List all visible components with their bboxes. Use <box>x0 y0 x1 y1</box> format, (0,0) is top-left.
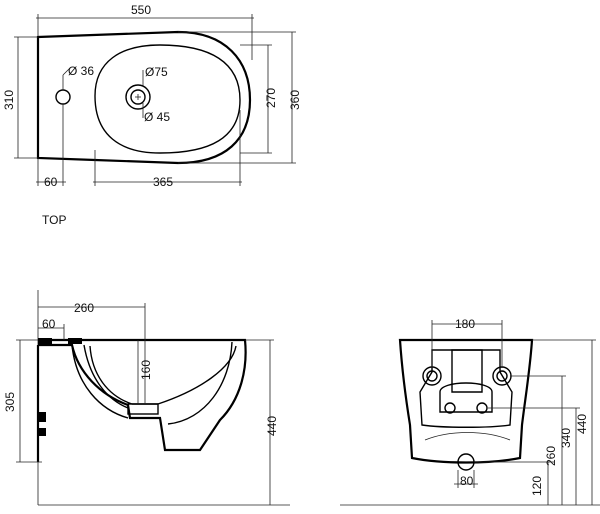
dim-d45: Ø 45 <box>144 110 170 124</box>
dim-340: 340 <box>559 428 573 448</box>
top-outline <box>36 30 252 165</box>
dim-310: 310 <box>2 90 16 110</box>
dim-260-side: 260 <box>74 301 94 315</box>
dim-440-side: 440 <box>265 416 279 436</box>
dim-180: 180 <box>455 317 475 331</box>
top-label: TOP <box>42 213 66 227</box>
dim-60-side: 60 <box>42 317 56 331</box>
dim-120: 120 <box>530 476 544 496</box>
dim-305: 305 <box>3 392 17 412</box>
drain-outer <box>125 84 151 110</box>
top-view: 550 310 Ø 36 Ø75 Ø 45 270 360 60 <box>2 3 302 227</box>
dim-260-rear: 260 <box>544 446 558 466</box>
tap-hole <box>55 89 71 105</box>
dim-d36: Ø 36 <box>68 64 94 78</box>
dim-80: 80 <box>460 474 474 488</box>
drain-inner <box>130 89 146 105</box>
dim-360: 360 <box>288 90 302 110</box>
dim-550: 550 <box>131 3 151 17</box>
rear-outline <box>398 338 534 464</box>
side-body <box>38 338 247 452</box>
rear-view: 180 80 120 260 340 440 <box>340 317 600 506</box>
dim-160: 160 <box>139 360 153 380</box>
dim-365: 365 <box>153 175 173 189</box>
side-view: 260 60 160 305 440 <box>3 290 290 506</box>
dim-60-top: 60 <box>44 175 58 189</box>
dim-440-rear: 440 <box>575 414 589 434</box>
rear-cavity <box>419 349 513 428</box>
top-bowl <box>94 44 241 154</box>
dim-270: 270 <box>264 88 278 108</box>
dim-d75: Ø75 <box>145 65 168 79</box>
